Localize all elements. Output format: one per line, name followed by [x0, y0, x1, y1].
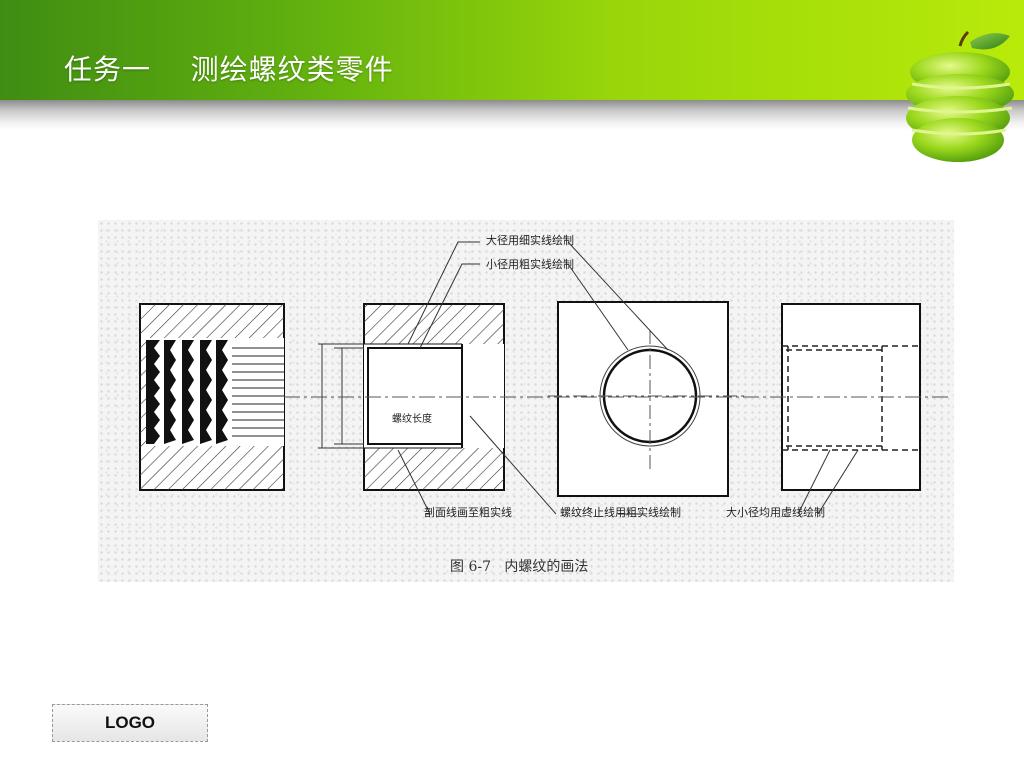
thread-drawing-svg	[139, 241, 948, 515]
slide-header-bar	[0, 0, 1024, 100]
annotation-major-dia: 大径用细实线绘制	[486, 234, 574, 247]
view-sectional-realistic	[139, 303, 285, 491]
annotation-thread-length: 螺纹长度	[392, 414, 432, 425]
annotation-minor-dia: 小径用粗实线绘制	[486, 258, 574, 271]
view-end-circle	[548, 301, 748, 497]
thread-drawing-figure: 大径用细实线绘制 小径用粗实线绘制 螺纹长度 剖面线画至粗实线 螺纹终止线用粗实…	[98, 220, 954, 582]
annotation-section-line: 剖面线画至粗实线	[424, 506, 512, 519]
annotation-dashed: 大小径均用虚线绘制	[726, 506, 825, 519]
slide-title: 任务一 测绘螺纹类零件	[64, 53, 394, 86]
logo-placeholder: LOGO	[52, 704, 208, 742]
figure-caption: 图 6-7 内螺纹的画法	[450, 559, 589, 575]
header-shadow	[0, 100, 1024, 130]
logo-text: LOGO	[104, 713, 156, 732]
annotation-thread-end: 螺纹终止线用粗实线绘制	[560, 506, 681, 519]
green-apple-icon	[906, 30, 1014, 162]
